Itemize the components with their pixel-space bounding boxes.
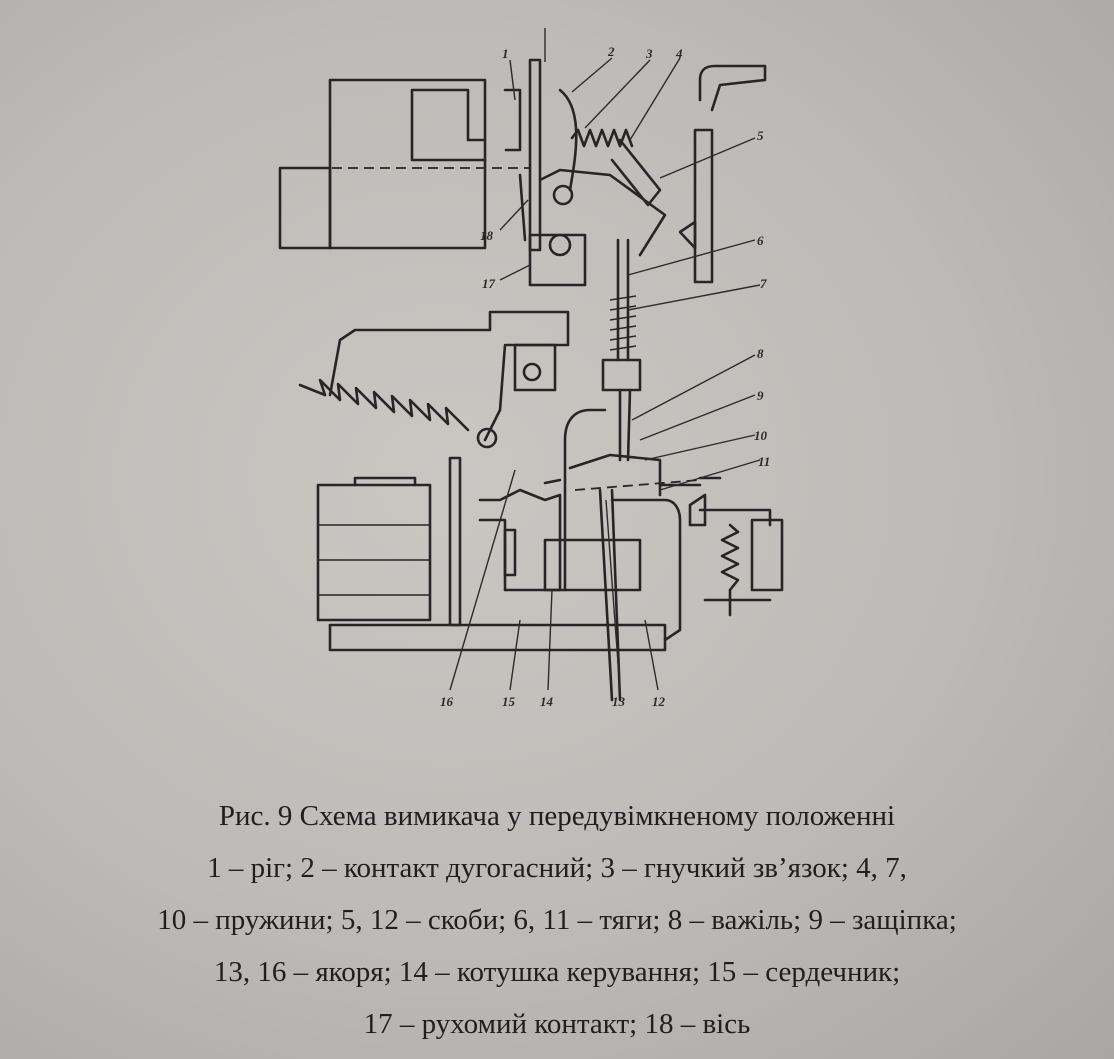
label-4: 4: [675, 46, 683, 61]
lever-frame: [328, 310, 570, 442]
label-11: 11: [758, 454, 770, 469]
label-18: 18: [480, 228, 494, 243]
label-6: 6: [757, 233, 764, 248]
horn-and-arc-contact: [503, 58, 578, 252]
coil-block: [316, 456, 462, 627]
arc-chute-block: [278, 78, 530, 250]
label-17: 17: [482, 276, 496, 291]
moving-contact: [528, 168, 667, 287]
label-1: 1: [502, 46, 509, 61]
label-15: 15: [502, 694, 516, 709]
figure-caption: Рис. 9 Схема вимикача у передувімкненому…: [20, 790, 1094, 1050]
switch-schematic-diagram: 1 2 3 4 5 6 7 8 9 10 11 12 13 14 15 16 1…: [278, 28, 784, 709]
part-labels: 1 2 3 4 5 6 7 8 9 10 11 12 13 14 15 16 1…: [440, 44, 770, 709]
label-7: 7: [760, 276, 767, 291]
rod-with-spring: [601, 238, 642, 462]
core-and-armatures: [328, 488, 682, 652]
leader-lines: [449, 28, 761, 691]
caption-legend-line-2: 10 – пружини; 5, 12 – скоби; 6, 11 – тяг…: [157, 904, 957, 936]
caption-legend-line-3: 13, 16 – якоря; 14 – котушка керування; …: [213, 956, 901, 988]
label-9: 9: [757, 388, 764, 403]
label-5: 5: [757, 128, 764, 143]
caption-legend-line-1: 1 – ріг; 2 – контакт дугогасний; 3 – гну…: [207, 852, 907, 884]
armature-assembly: [543, 408, 722, 702]
bracket-upper: [678, 64, 767, 284]
label-16: 16: [440, 694, 454, 709]
label-14: 14: [540, 694, 554, 709]
label-12: 12: [652, 694, 666, 709]
label-8: 8: [757, 346, 764, 361]
latch-mechanism: [688, 493, 784, 617]
spring-diagonal: [298, 378, 498, 449]
label-3: 3: [645, 46, 653, 61]
label-10: 10: [754, 428, 768, 443]
spring-upper: [570, 128, 662, 207]
caption-legend-line-4: 17 – рухомий контакт; 18 – вісь: [363, 1008, 751, 1040]
label-13b: 13: [612, 694, 626, 709]
caption-title: Рис. 9 Схема вимикача у передувімкненому…: [218, 800, 896, 832]
label-2: 2: [607, 44, 615, 59]
